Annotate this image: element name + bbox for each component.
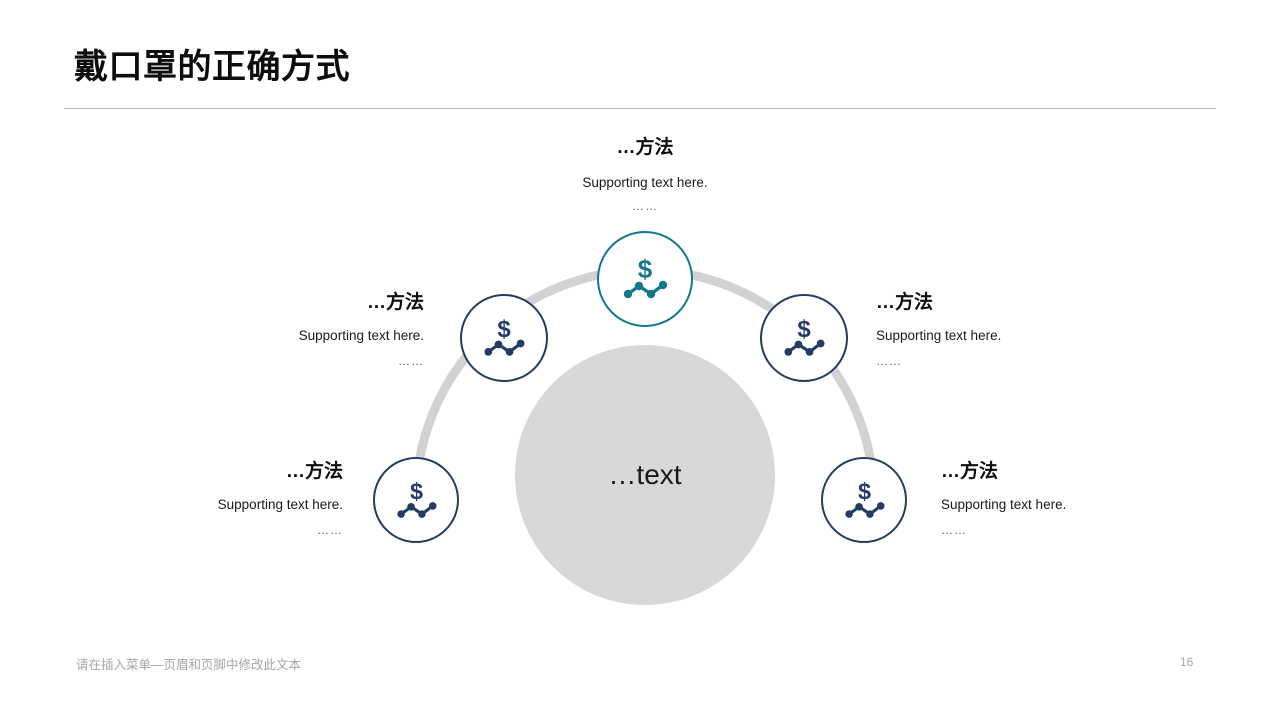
page-title: 戴口罩的正确方式: [74, 48, 350, 86]
dollar-line-chart-icon: $: [784, 316, 825, 356]
node-circle-lower-right[interactable]: $: [821, 457, 907, 543]
node-label-subtitle: Supporting text here.: [298, 327, 424, 343]
title-divider: [64, 108, 1216, 109]
node-label-title: …方法: [876, 292, 934, 313]
center-bubble: …text: [515, 345, 775, 605]
node-label-dots: ……: [876, 354, 902, 369]
node-label-subtitle: Supporting text here.: [876, 327, 1002, 343]
node-label-title: …方法: [616, 137, 674, 158]
node-label-upper-left: …方法 Supporting text here. ……: [194, 291, 424, 369]
node-circle-lower-left[interactable]: $: [373, 457, 459, 543]
svg-text:$: $: [497, 316, 511, 343]
center-bubble-label: …text: [608, 459, 682, 490]
dollar-line-chart-icon: $: [484, 316, 525, 356]
node-label-lower-left: …方法 Supporting text here. ……: [113, 460, 343, 538]
dollar-line-chart-icon: $: [844, 478, 885, 518]
node-label-subtitle: Supporting text here.: [217, 496, 343, 512]
footer-placeholder-text: 请在插入菜单—页眉和页脚中修改此文本: [76, 658, 302, 672]
page-number: 16: [1180, 655, 1194, 669]
svg-text:$: $: [797, 316, 811, 343]
node-label-dots: ……: [398, 354, 424, 369]
node-label-subtitle: Supporting text here.: [941, 496, 1067, 512]
node-label-upper-right: …方法 Supporting text here. ……: [876, 291, 1106, 369]
node-circle-top[interactable]: $: [597, 231, 693, 327]
dollar-line-chart-icon: $: [623, 254, 668, 299]
node-label-subtitle: Supporting text here.: [582, 174, 708, 190]
node-label-top: …方法 Supporting text here. ……: [530, 136, 760, 214]
node-label-dots: ……: [317, 523, 343, 538]
node-label-title: …方法: [285, 461, 343, 482]
dollar-line-chart-icon: $: [396, 478, 437, 518]
node-circle-upper-right[interactable]: $: [760, 294, 848, 382]
svg-text:$: $: [638, 254, 653, 284]
node-label-dots: ……: [941, 523, 967, 538]
node-label-lower-right: …方法 Supporting text here. ……: [941, 460, 1171, 538]
svg-text:$: $: [857, 478, 870, 504]
node-label-title: …方法: [941, 461, 999, 482]
node-circle-upper-left[interactable]: $: [460, 294, 548, 382]
node-label-dots: ……: [632, 199, 658, 214]
node-label-title: …方法: [366, 292, 424, 313]
svg-text:$: $: [409, 478, 422, 504]
